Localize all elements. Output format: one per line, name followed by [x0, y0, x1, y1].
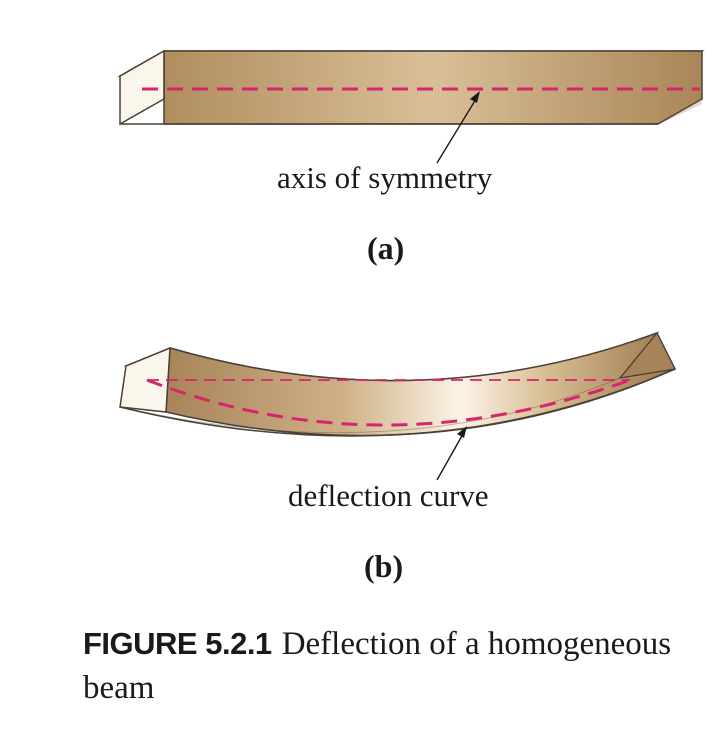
panel-a-label: (a) — [367, 230, 405, 266]
deflection-pointer-line — [436, 433, 464, 481]
figure-number: FIGURE 5.2.1 — [83, 626, 272, 661]
deflection-pointer-arrowhead — [457, 426, 467, 438]
axis-pointer-line — [436, 98, 477, 164]
bent-beam-far-end — [618, 331, 676, 379]
figure-illustration — [117, 49, 705, 481]
axis-of-symmetry-label: axis of symmetry — [277, 160, 493, 195]
deflected-beam — [119, 331, 677, 481]
bent-beam-side-face — [165, 332, 677, 437]
deflection-curve-label: deflection curve — [288, 478, 489, 513]
axis-pointer-arrowhead — [470, 91, 480, 103]
straight-beam — [117, 49, 705, 164]
bent-beam-end-face — [119, 346, 171, 413]
caption-text: Deflection of a homogeneous beam — [83, 626, 672, 706]
panel-b-label: (b) — [364, 548, 404, 584]
